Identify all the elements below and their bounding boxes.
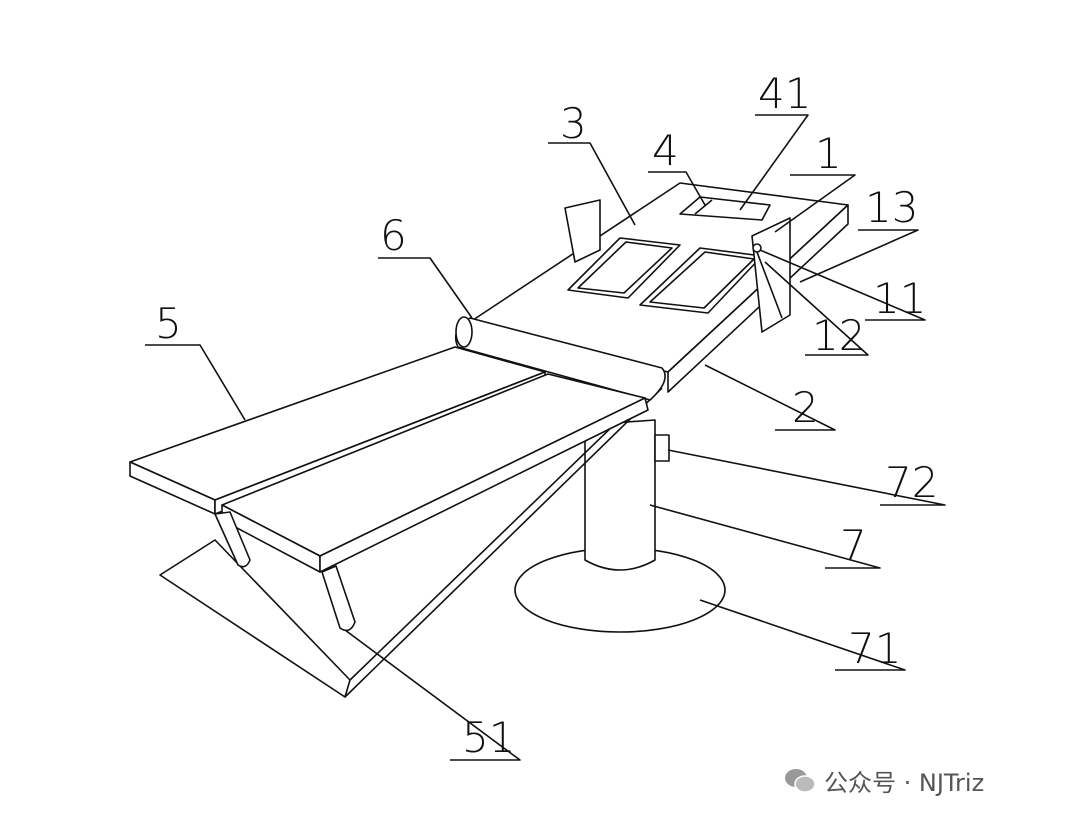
leg-51-a (214, 511, 251, 568)
leg-panel-right-front (319, 397, 649, 573)
leader-lines (145, 114, 946, 761)
label-71: 71 (848, 624, 901, 673)
support-rod-edge (349, 391, 649, 681)
opening-right-inner (649, 251, 755, 309)
support-rod (344, 387, 663, 698)
column-7 (584, 419, 656, 571)
opening-right (639, 247, 763, 314)
label-41: 41 (758, 69, 811, 118)
label-13: 13 (865, 183, 918, 232)
opening-left-inner (577, 241, 673, 294)
label-72: 72 (885, 458, 938, 507)
side-plate-left (564, 199, 601, 263)
leg-51-b (321, 565, 356, 632)
strap-12 (756, 251, 783, 319)
side-plate-right (751, 217, 791, 333)
pivot-11 (752, 243, 762, 253)
pillow-line (694, 199, 713, 215)
label-7: 7 (840, 521, 867, 570)
pillow-4 (679, 196, 771, 221)
label-6: 6 (380, 211, 407, 260)
label-51: 51 (462, 713, 515, 762)
watermark: 公众号 · NJTriz (784, 763, 984, 798)
opening-left (567, 237, 681, 299)
watermark-text: 公众号 · NJTriz (824, 769, 985, 797)
label-11: 11 (873, 274, 926, 323)
label-12: 12 (812, 311, 865, 360)
label-3: 3 (560, 99, 587, 148)
handle-72 (654, 434, 670, 462)
label-1: 1 (815, 129, 842, 178)
label-5: 5 (155, 299, 182, 348)
wechat-icon (785, 768, 816, 793)
label-2: 2 (792, 383, 819, 432)
roller-end (455, 316, 473, 348)
label-4: 4 (652, 126, 679, 175)
